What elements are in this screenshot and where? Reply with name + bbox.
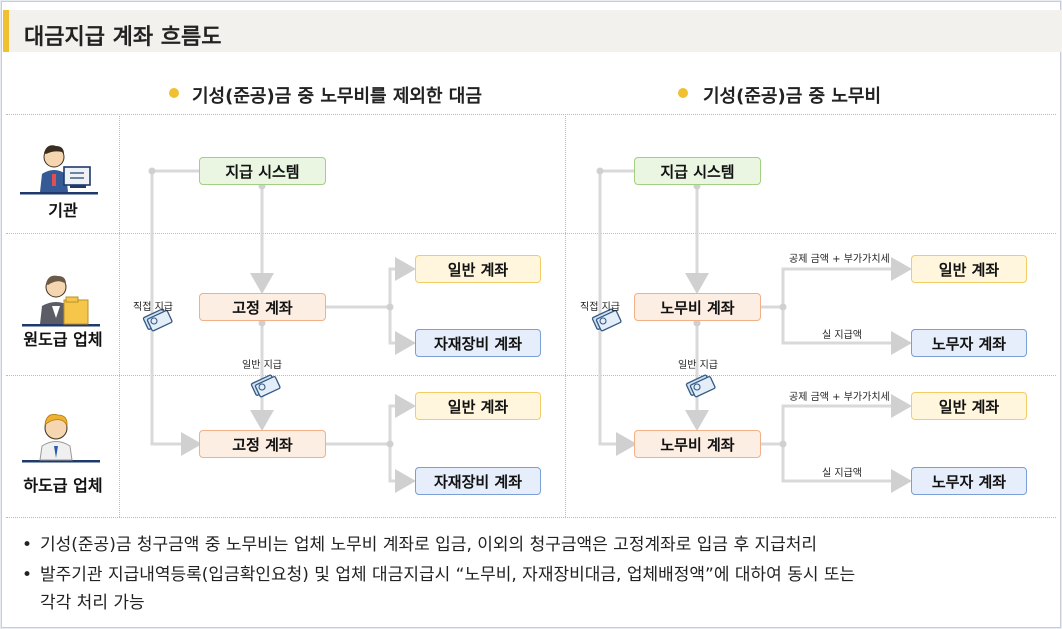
grid-line (6, 233, 1056, 234)
right-actual-pay-label: 실 지급액 (822, 330, 862, 341)
right-sub-general-account-box: 일반 계좌 (911, 392, 1027, 420)
left-sub-general-account-box: 일반 계좌 (415, 392, 541, 420)
money-icon (250, 374, 282, 398)
right-deduction-label: 공제 금액 + 부가가치세 (789, 254, 890, 265)
person-computer-icon (20, 145, 98, 195)
left-general-pay-label: 일반 지급 (242, 360, 282, 371)
row-label-org: 기관 (48, 201, 78, 220)
left-sub-fixed-account-box: 고정 계좌 (199, 430, 326, 458)
right-prime-labor-account-box: 노무비 계좌 (634, 293, 761, 321)
right-sub-labor-account-box: 노무비 계좌 (634, 430, 761, 458)
right-sub-worker-account-box: 노무자 계좌 (911, 467, 1027, 495)
note-text: 기성(준공)금 청구금액 중 노무비는 업체 노무비 계좌로 입금, 이외의 청… (40, 535, 818, 555)
note-item: • 기성(준공)금 청구금액 중 노무비는 업체 노무비 계좌로 입금, 이외의 … (22, 530, 817, 555)
money-icon (685, 374, 717, 398)
title-bar (3, 10, 1062, 52)
right-prime-worker-account-box: 노무자 계좌 (911, 329, 1027, 357)
right-payment-system-box: 지급 시스템 (634, 157, 761, 185)
note-item: • 발주기관 지급내역등록(입금확인요청) 및 업체 대금지급시 “노무비, 자재… (22, 560, 855, 585)
left-prime-equipment-account-box: 자재장비 계좌 (415, 329, 541, 357)
grid-line (565, 114, 566, 517)
bullet-dot-icon (169, 88, 179, 98)
bullet-icon: • (22, 535, 33, 555)
right-general-pay-label: 일반 지급 (678, 360, 718, 371)
right-actual-pay-label: 실 지급액 (822, 468, 862, 479)
left-direct-pay-label: 직접 지급 (133, 302, 173, 313)
row-label-prime: 원도급 업체 (23, 330, 103, 349)
bullet-icon: • (22, 565, 33, 585)
grid-line (6, 517, 1056, 518)
note-text-continued: 각각 처리 가능 (40, 593, 145, 613)
left-sub-equipment-account-box: 자재장비 계좌 (415, 467, 541, 495)
right-column-header: 기성(준공)금 중 노무비 (703, 86, 882, 107)
page-title: 대금지급 계좌 흐름도 (24, 25, 222, 50)
grid-line (6, 114, 1056, 115)
person-folder-icon (22, 275, 100, 327)
left-column-header: 기성(준공)금 중 노무비를 제외한 대금 (192, 86, 482, 107)
right-prime-general-account-box: 일반 계좌 (911, 255, 1027, 283)
note-text: 발주기관 지급내역등록(입금확인요청) 및 업체 대금지급시 “노무비, 자재장… (40, 565, 856, 585)
left-payment-system-box: 지급 시스템 (199, 157, 326, 185)
bullet-dot-icon (678, 88, 688, 98)
left-prime-general-account-box: 일반 계좌 (415, 255, 541, 283)
right-direct-pay-label: 직접 지급 (580, 302, 620, 313)
right-deduction-label: 공제 금액 + 부가가치세 (789, 392, 890, 403)
grid-line (6, 375, 1056, 376)
person-tie-icon (22, 414, 100, 463)
left-prime-fixed-account-box: 고정 계좌 (199, 293, 326, 321)
row-label-sub: 하도급 업체 (23, 476, 103, 495)
grid-line (119, 114, 120, 517)
